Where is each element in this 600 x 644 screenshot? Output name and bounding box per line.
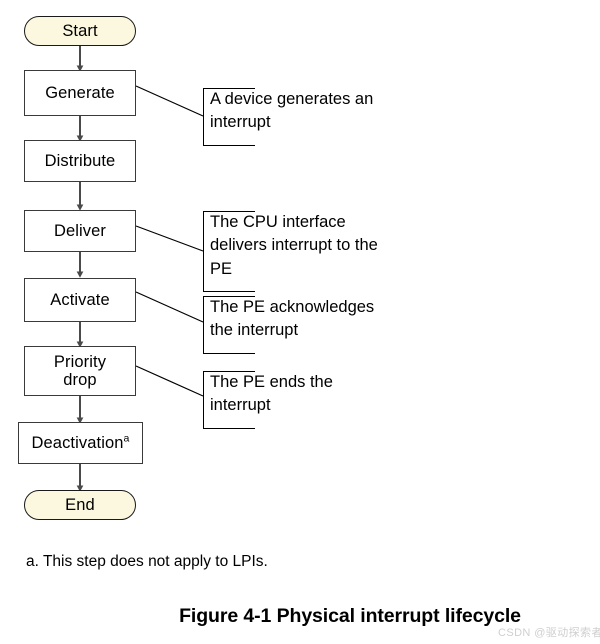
flow-node-deactivation[interactable]: Deactivationa <box>18 422 143 464</box>
annotation-generate: A device generates an interrupt <box>203 88 453 146</box>
annotation-priority-drop-text: The PE ends the interrupt <box>210 373 333 415</box>
flow-node-distribute-label: Distribute <box>44 151 116 170</box>
leader-line-deliver <box>135 225 204 252</box>
flow-node-deactivation-label: Deactivation <box>31 433 124 452</box>
annotation-bracket <box>203 88 255 146</box>
flow-node-priority-drop-label: Priority <box>53 352 107 371</box>
flow-node-priority-drop[interactable]: Priority drop <box>24 346 136 396</box>
annotation-bracket <box>203 211 255 292</box>
annotation-activate: The PE acknowledges the interrupt <box>203 296 453 354</box>
flow-node-deliver[interactable]: Deliver <box>24 210 136 252</box>
leader-line-generate <box>135 85 204 117</box>
annotation-bracket <box>203 296 255 354</box>
leader-line-priority <box>135 365 204 397</box>
flow-node-generate[interactable]: Generate <box>24 70 136 116</box>
annotation-bracket <box>203 371 255 429</box>
flow-node-end[interactable]: End <box>24 490 136 520</box>
figure-footnote: a. This step does not apply to LPIs. <box>26 553 268 570</box>
annotation-activate-text: The PE acknowledges the interrupt <box>210 298 375 340</box>
figure-caption: Figure 4-1 Physical interrupt lifecycle <box>179 605 521 627</box>
annotation-priority-drop: The PE ends the interrupt <box>203 371 453 429</box>
flow-node-priority-drop-label-line2: drop <box>63 371 97 389</box>
flow-node-generate-label: Generate <box>45 83 115 102</box>
flow-node-distribute[interactable]: Distribute <box>24 140 136 182</box>
flow-node-end-label: End <box>65 495 95 514</box>
annotation-generate-text: A device generates an interrupt <box>210 90 374 132</box>
annotation-deliver-text: The CPU interface delivers interrupt to … <box>210 213 378 278</box>
flow-node-deliver-label: Deliver <box>53 221 107 240</box>
flow-node-activate-label: Activate <box>50 290 110 309</box>
flow-node-deactivation-footnote-marker: a <box>123 432 130 445</box>
leader-line-activate <box>135 291 204 323</box>
flow-node-start-label: Start <box>62 21 98 40</box>
annotation-deliver: The CPU interface delivers interrupt to … <box>203 211 453 292</box>
csdn-watermark: CSDN @驱动探索者 <box>498 627 600 639</box>
flow-node-start[interactable]: Start <box>24 16 136 46</box>
flow-node-activate[interactable]: Activate <box>24 278 136 322</box>
